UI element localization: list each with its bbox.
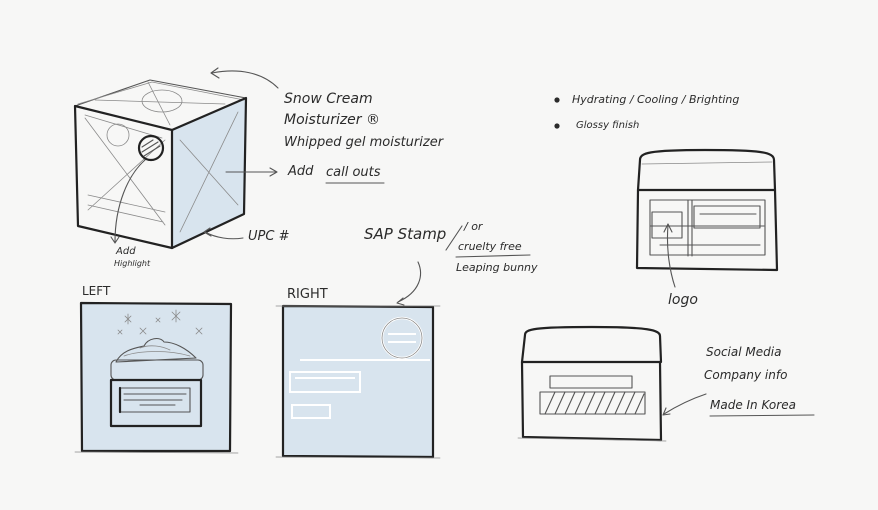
jar-top-lid [636,148,777,192]
label-right: RIGHT [287,287,328,302]
note-company-info: Company info [704,368,788,382]
left-panel [74,301,239,454]
note-product-name: Snow Cream [284,91,373,107]
cruelty-underline [455,254,531,258]
note-leaping-bunny: Leaping bunny [456,261,538,274]
note-stamp-or: / or [464,220,483,233]
right-panel-fill [283,306,433,456]
jar-top-body [635,188,779,272]
jar-bottom-body [520,360,663,442]
bullet-dot-1 [554,97,560,103]
social-arrow [663,393,707,415]
cube-right-outline [170,96,248,250]
note-bullet-2: Glossy finish [576,120,640,131]
note-callouts: call outs [326,165,381,180]
highlight-arrow [114,159,146,243]
note-add-highlight-1: Add [116,246,136,257]
sparkle-icons [117,309,203,335]
cube-sketch [73,67,279,250]
note-product-type: Moisturizer ® [284,112,381,128]
stamp-icon [381,317,423,359]
left-panel-border [79,301,233,453]
jar-bottom-info-box [549,375,633,389]
label-left: LEFT [82,284,111,298]
left-jar-body [109,378,203,428]
cube-stamp-circle [137,134,165,162]
stamp-slash [445,225,463,251]
upc-arrow [204,231,244,240]
top-arrow [211,70,279,89]
note-stamp: SAP Stamp [364,225,447,243]
jar-bottom-hatched-band [539,391,646,415]
note-cruelty-free: cruelty free [458,240,522,253]
note-product-desc: Whipped gel moisturizer [284,135,444,150]
made-in-underline [709,414,815,417]
jar-bottom-lid [520,325,663,364]
note-made-in: Made In Korea [710,398,796,412]
note-logo: logo [668,292,698,308]
right-panel-border [281,304,435,459]
note-upc: UPC # [248,229,290,244]
left-panel-fill [82,304,230,450]
note-add-prefix: Add [288,164,314,179]
note-social: Social Media [706,345,782,359]
logo-arrow [666,224,676,288]
note-add-highlight-2: Highlight [114,259,151,268]
jar-sketch-top [635,148,779,288]
bullet-dot-2 [554,123,560,129]
cream-swirl [115,337,197,363]
stamp-arrow [397,261,422,303]
right-panel [275,261,441,459]
jar-sketch-bottom [517,325,707,442]
cube-front-face [73,104,174,250]
right-panel-info-lines [289,359,430,419]
note-bullet-1: Hydrating / Cooling / Brighting [572,93,740,106]
